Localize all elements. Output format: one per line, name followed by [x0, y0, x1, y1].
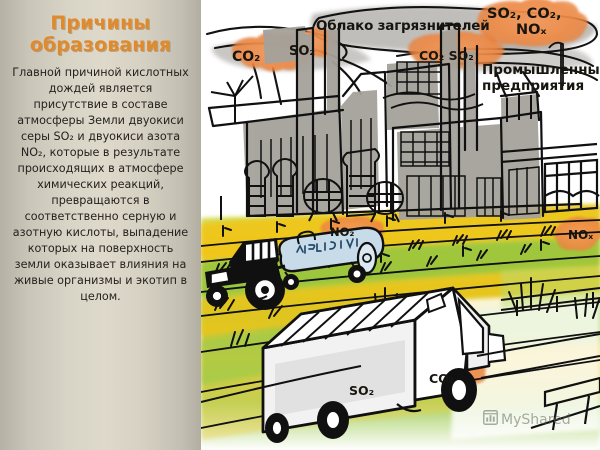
panel-body-text: Главной причиной кислотных дождей являет… — [12, 66, 189, 304]
text-panel: Причины образования Главной причиной кис… — [0, 0, 201, 450]
factory-complex — [207, 22, 600, 223]
tractor-with-tanker — [205, 226, 385, 310]
delivery-truck — [201, 286, 600, 443]
acid-rain-illustration — [201, 0, 600, 450]
page-title: Причины образования — [29, 12, 172, 57]
illustration-area — [201, 0, 600, 450]
